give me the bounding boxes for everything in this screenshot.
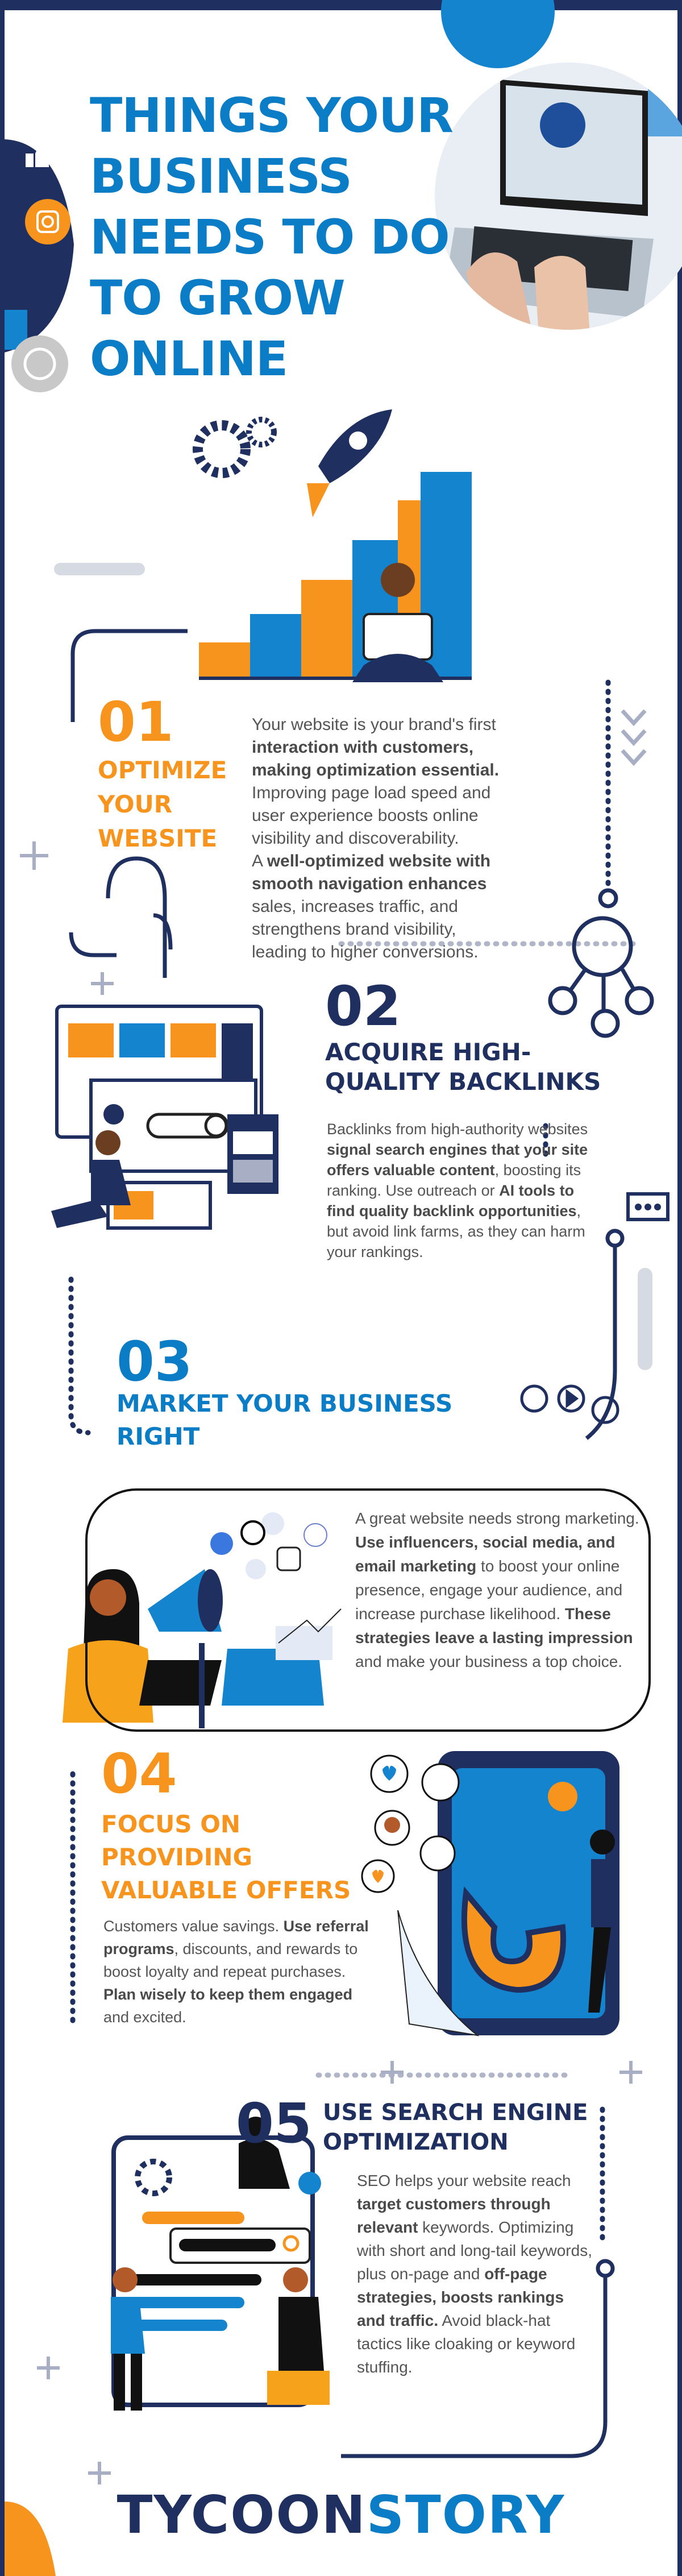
share-icon: [520, 1384, 548, 1413]
section-number: 02: [325, 974, 401, 1038]
section-number: 04: [101, 1742, 177, 1806]
body-text: sales, increases traffic, and strengthen…: [252, 897, 479, 961]
frame-left-border: [0, 0, 5, 2576]
social-action-icons: [520, 1384, 619, 1424]
body-text: Improving page load speed and user exper…: [252, 783, 491, 848]
section-heading: FOCUS ON PROVIDING VALUABLE OFFERS: [101, 1810, 351, 1904]
body-text-emphasis: Use influencers, social media, and email…: [355, 1533, 616, 1575]
section-body: Your website is your brand's first inter…: [252, 714, 513, 964]
thumbs-up-icon: [26, 143, 49, 167]
body-text: , boosting its ranking. Use outreach or: [327, 1162, 581, 1199]
section-number: 03: [117, 1330, 193, 1393]
body-text: Backlinks from high-authority websites: [327, 1121, 588, 1138]
body-text-emphasis: well-optimized website with smooth navig…: [252, 852, 491, 893]
chevron-down-icons: [621, 709, 647, 766]
section-body: SEO helps your website reach target cust…: [357, 2169, 596, 2379]
brand-logo: TYCOONSTORY: [117, 2484, 565, 2545]
section-body: Backlinks from high-authority websites s…: [327, 1119, 600, 1262]
page-title: THINGS YOUR BUSINESS NEEDS TO DO TO GROW…: [90, 88, 454, 387]
rocket-growth-illustration: [54, 409, 472, 682]
thumbs-up-icon: [18, 272, 43, 299]
body-text-emphasis: Plan wisely to keep them engaged: [103, 1986, 353, 2003]
timeline-connectors: [68, 629, 639, 2458]
section-body: A great website needs strong marketing. …: [355, 1507, 651, 1674]
body-text: Avoid black-hat tactics like cloaking or…: [357, 2312, 576, 2376]
heart-icon: [591, 1396, 619, 1424]
seo-search-illustration: [111, 2117, 330, 2411]
body-text-emphasis: interaction with customers, making optim…: [252, 738, 500, 779]
section-body: Customers value savings. Use referral pr…: [103, 1915, 371, 2029]
body-text-emphasis: signal search engines that your site off…: [327, 1141, 588, 1179]
body-text: Customers value savings.: [103, 1918, 284, 1935]
play-icon: [557, 1384, 585, 1413]
left-navy-blob: [5, 139, 74, 352]
hero-photo-laptop-typing: [435, 63, 682, 330]
body-text: , but avoid link farms, as they can harm…: [327, 1202, 585, 1260]
body-text: and excited.: [103, 2009, 186, 2026]
body-text-emphasis: target customers through relevant: [357, 2195, 551, 2236]
body-text: and make your business a top choice.: [355, 1653, 623, 1670]
network-nodes-icon: [548, 916, 654, 1038]
chat-bubble-icon: [626, 1192, 669, 1221]
body-text: SEO helps your website reach: [357, 2172, 571, 2189]
section-number: 01: [98, 690, 174, 754]
body-text: to boost your online presence, engage yo…: [355, 1557, 623, 1623]
body-text: A great website needs strong marketing.: [355, 1509, 639, 1527]
section-number: 05: [236, 2092, 312, 2155]
plus-decor: [20, 841, 642, 2484]
body-text: , discounts, and rewards to boost loyalt…: [103, 1940, 358, 1980]
section-heading: ACQUIRE HIGH- QUALITY BACKLINKS: [325, 1038, 601, 1096]
section-3-card: [85, 1488, 651, 1732]
body-text-emphasis: AI tools to find quality backlink opport…: [327, 1182, 577, 1219]
body-text: A: [252, 852, 267, 870]
scroll-pill-decor: [638, 1268, 652, 1370]
body-text-emphasis: These strategies leave a lasting impress…: [355, 1605, 633, 1646]
whatsapp-icon: [11, 335, 68, 392]
section-heading: USE SEARCH ENGINE OPTIMIZATION: [323, 2100, 588, 2155]
top-blue-circle: [441, 0, 555, 68]
frame-right-border: [677, 0, 682, 2576]
body-text-emphasis: Use referral programs: [103, 1918, 369, 1957]
body-text-emphasis: off-page strategies, boosts rankings and…: [357, 2265, 564, 2329]
instagram-icon: [25, 199, 70, 244]
web-design-illustration: [51, 1005, 278, 1230]
section-heading: OPTIMIZE YOUR WEBSITE: [98, 756, 227, 852]
body-text: Your website is your brand's first: [252, 715, 496, 734]
bottom-left-orange-quarter: [5, 2502, 56, 2576]
magnet-customers-illustration: [361, 1751, 619, 2036]
body-text: keywords. Optimizing with short and long…: [357, 2218, 592, 2283]
section-heading: MARKET YOUR BUSINESS RIGHT: [117, 1389, 453, 1450]
